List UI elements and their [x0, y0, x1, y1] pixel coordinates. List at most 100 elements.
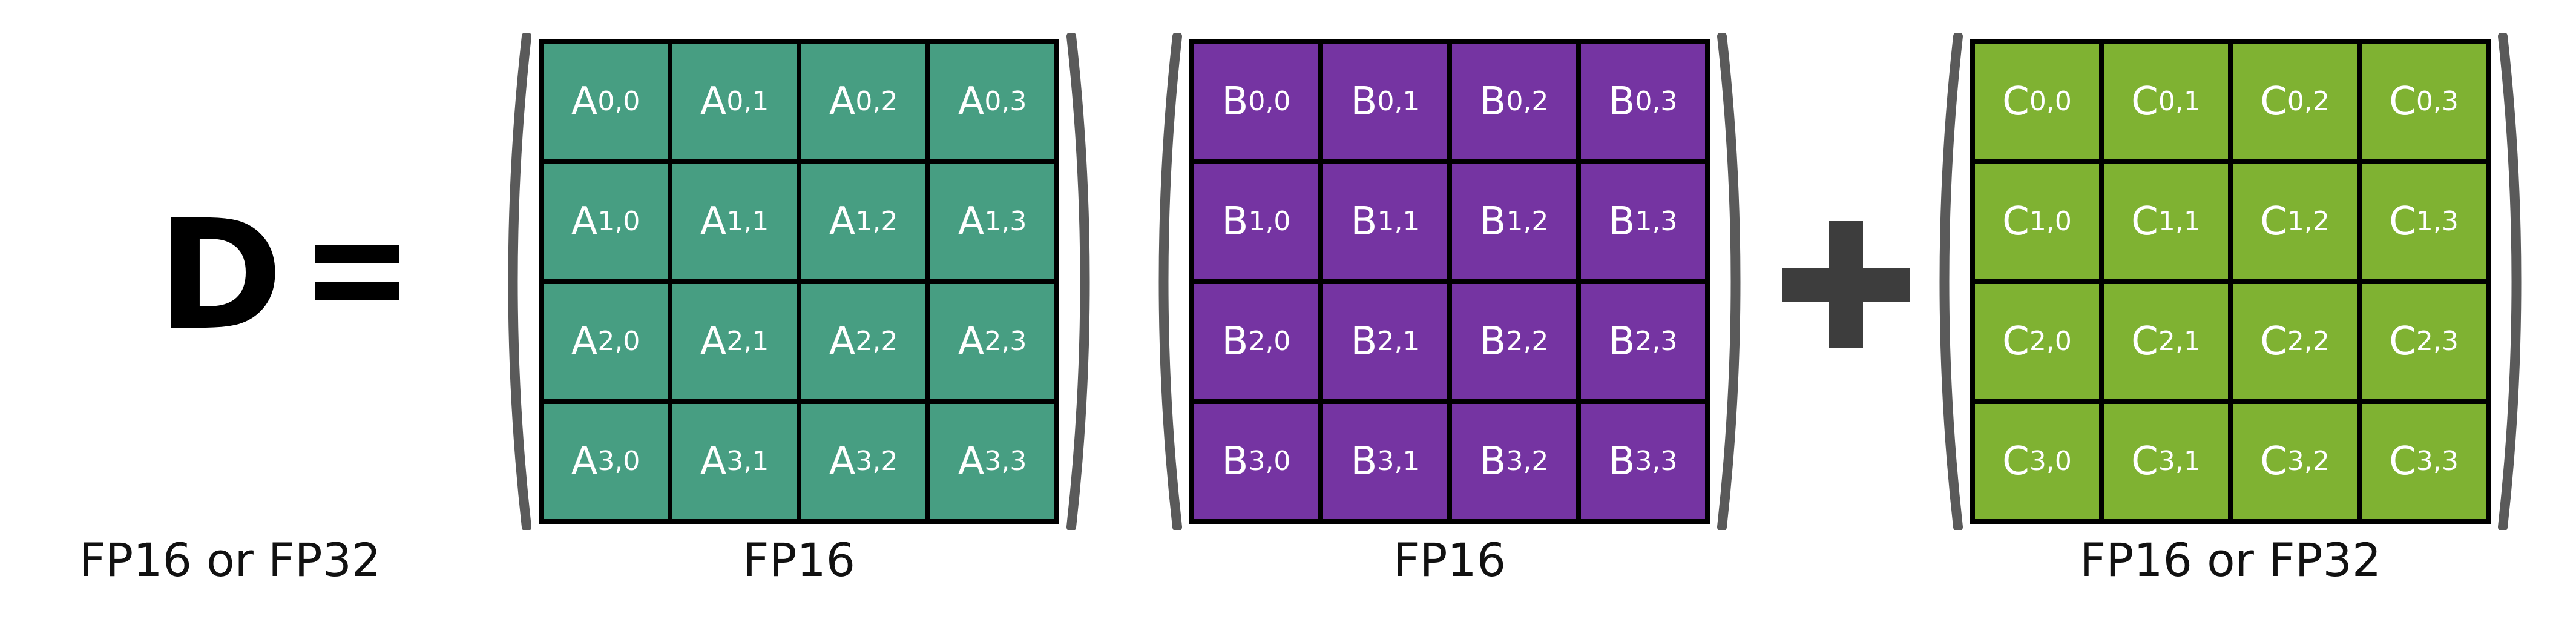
cell-symbol: A [700, 439, 727, 484]
cell-symbol: A [571, 439, 598, 484]
cell-symbol: C [2131, 199, 2158, 244]
cell-symbol: A [829, 319, 856, 364]
cell-symbol: A [700, 79, 727, 124]
cell-symbol: C [2002, 199, 2029, 244]
left-paren-c [1939, 33, 1963, 530]
equals-sign [315, 233, 399, 303]
right-paren-b [1717, 33, 1741, 530]
cell-symbol: B [1350, 79, 1378, 124]
cell-symbol: B [1479, 439, 1506, 484]
cell-symbol: C [2389, 439, 2416, 484]
matrix-a-type-label: FP16 [742, 533, 856, 587]
cell-symbol: C [2131, 319, 2158, 364]
cell-symbol: A [958, 199, 985, 244]
cell-symbol: C [2389, 199, 2416, 244]
cell-symbol: A [829, 199, 856, 244]
result-matrix-symbol: D [157, 187, 283, 363]
cell-symbol: C [2260, 319, 2287, 364]
cell-symbol: C [2260, 199, 2287, 244]
cell-symbol: C [2002, 319, 2029, 364]
matrix-c-type-label: FP16 or FP32 [2079, 533, 2382, 587]
cell-symbol: C [2002, 79, 2029, 124]
cell-symbol: A [700, 199, 727, 244]
result-type-label: FP16 or FP32 [79, 533, 381, 587]
cell-symbol: B [1221, 319, 1249, 364]
cell-symbol: A [958, 439, 985, 484]
cell-symbol: C [2389, 319, 2416, 364]
cell-symbol: B [1479, 199, 1506, 244]
cell-symbol: B [1221, 439, 1249, 484]
cell-symbol: C [2002, 439, 2029, 484]
cell-symbol: B [1608, 79, 1635, 124]
cell-symbol: C [2260, 79, 2287, 124]
cell-symbol: A [829, 79, 856, 124]
left-paren-a [508, 33, 531, 530]
cell-symbol: A [829, 439, 856, 484]
cell-symbol: C [2260, 439, 2287, 484]
cell-symbol: A [958, 319, 985, 364]
cell-symbol: A [700, 319, 727, 364]
cell-symbol: B [1350, 439, 1378, 484]
right-paren-a [1066, 33, 1090, 530]
cell-symbol: B [1608, 319, 1635, 364]
matrix-b-type-label: FP16 [1393, 533, 1506, 587]
left-paren-b [1158, 33, 1182, 530]
cell-symbol: C [2131, 79, 2158, 124]
cell-symbol: A [571, 79, 598, 124]
cell-symbol: A [958, 79, 985, 124]
cell-symbol: B [1221, 199, 1249, 244]
cell-symbol: B [1608, 199, 1635, 244]
cell-symbol: B [1350, 319, 1378, 364]
cell-symbol: C [2389, 79, 2416, 124]
plus-sign [1782, 221, 1910, 348]
cell-symbol: C [2131, 439, 2158, 484]
